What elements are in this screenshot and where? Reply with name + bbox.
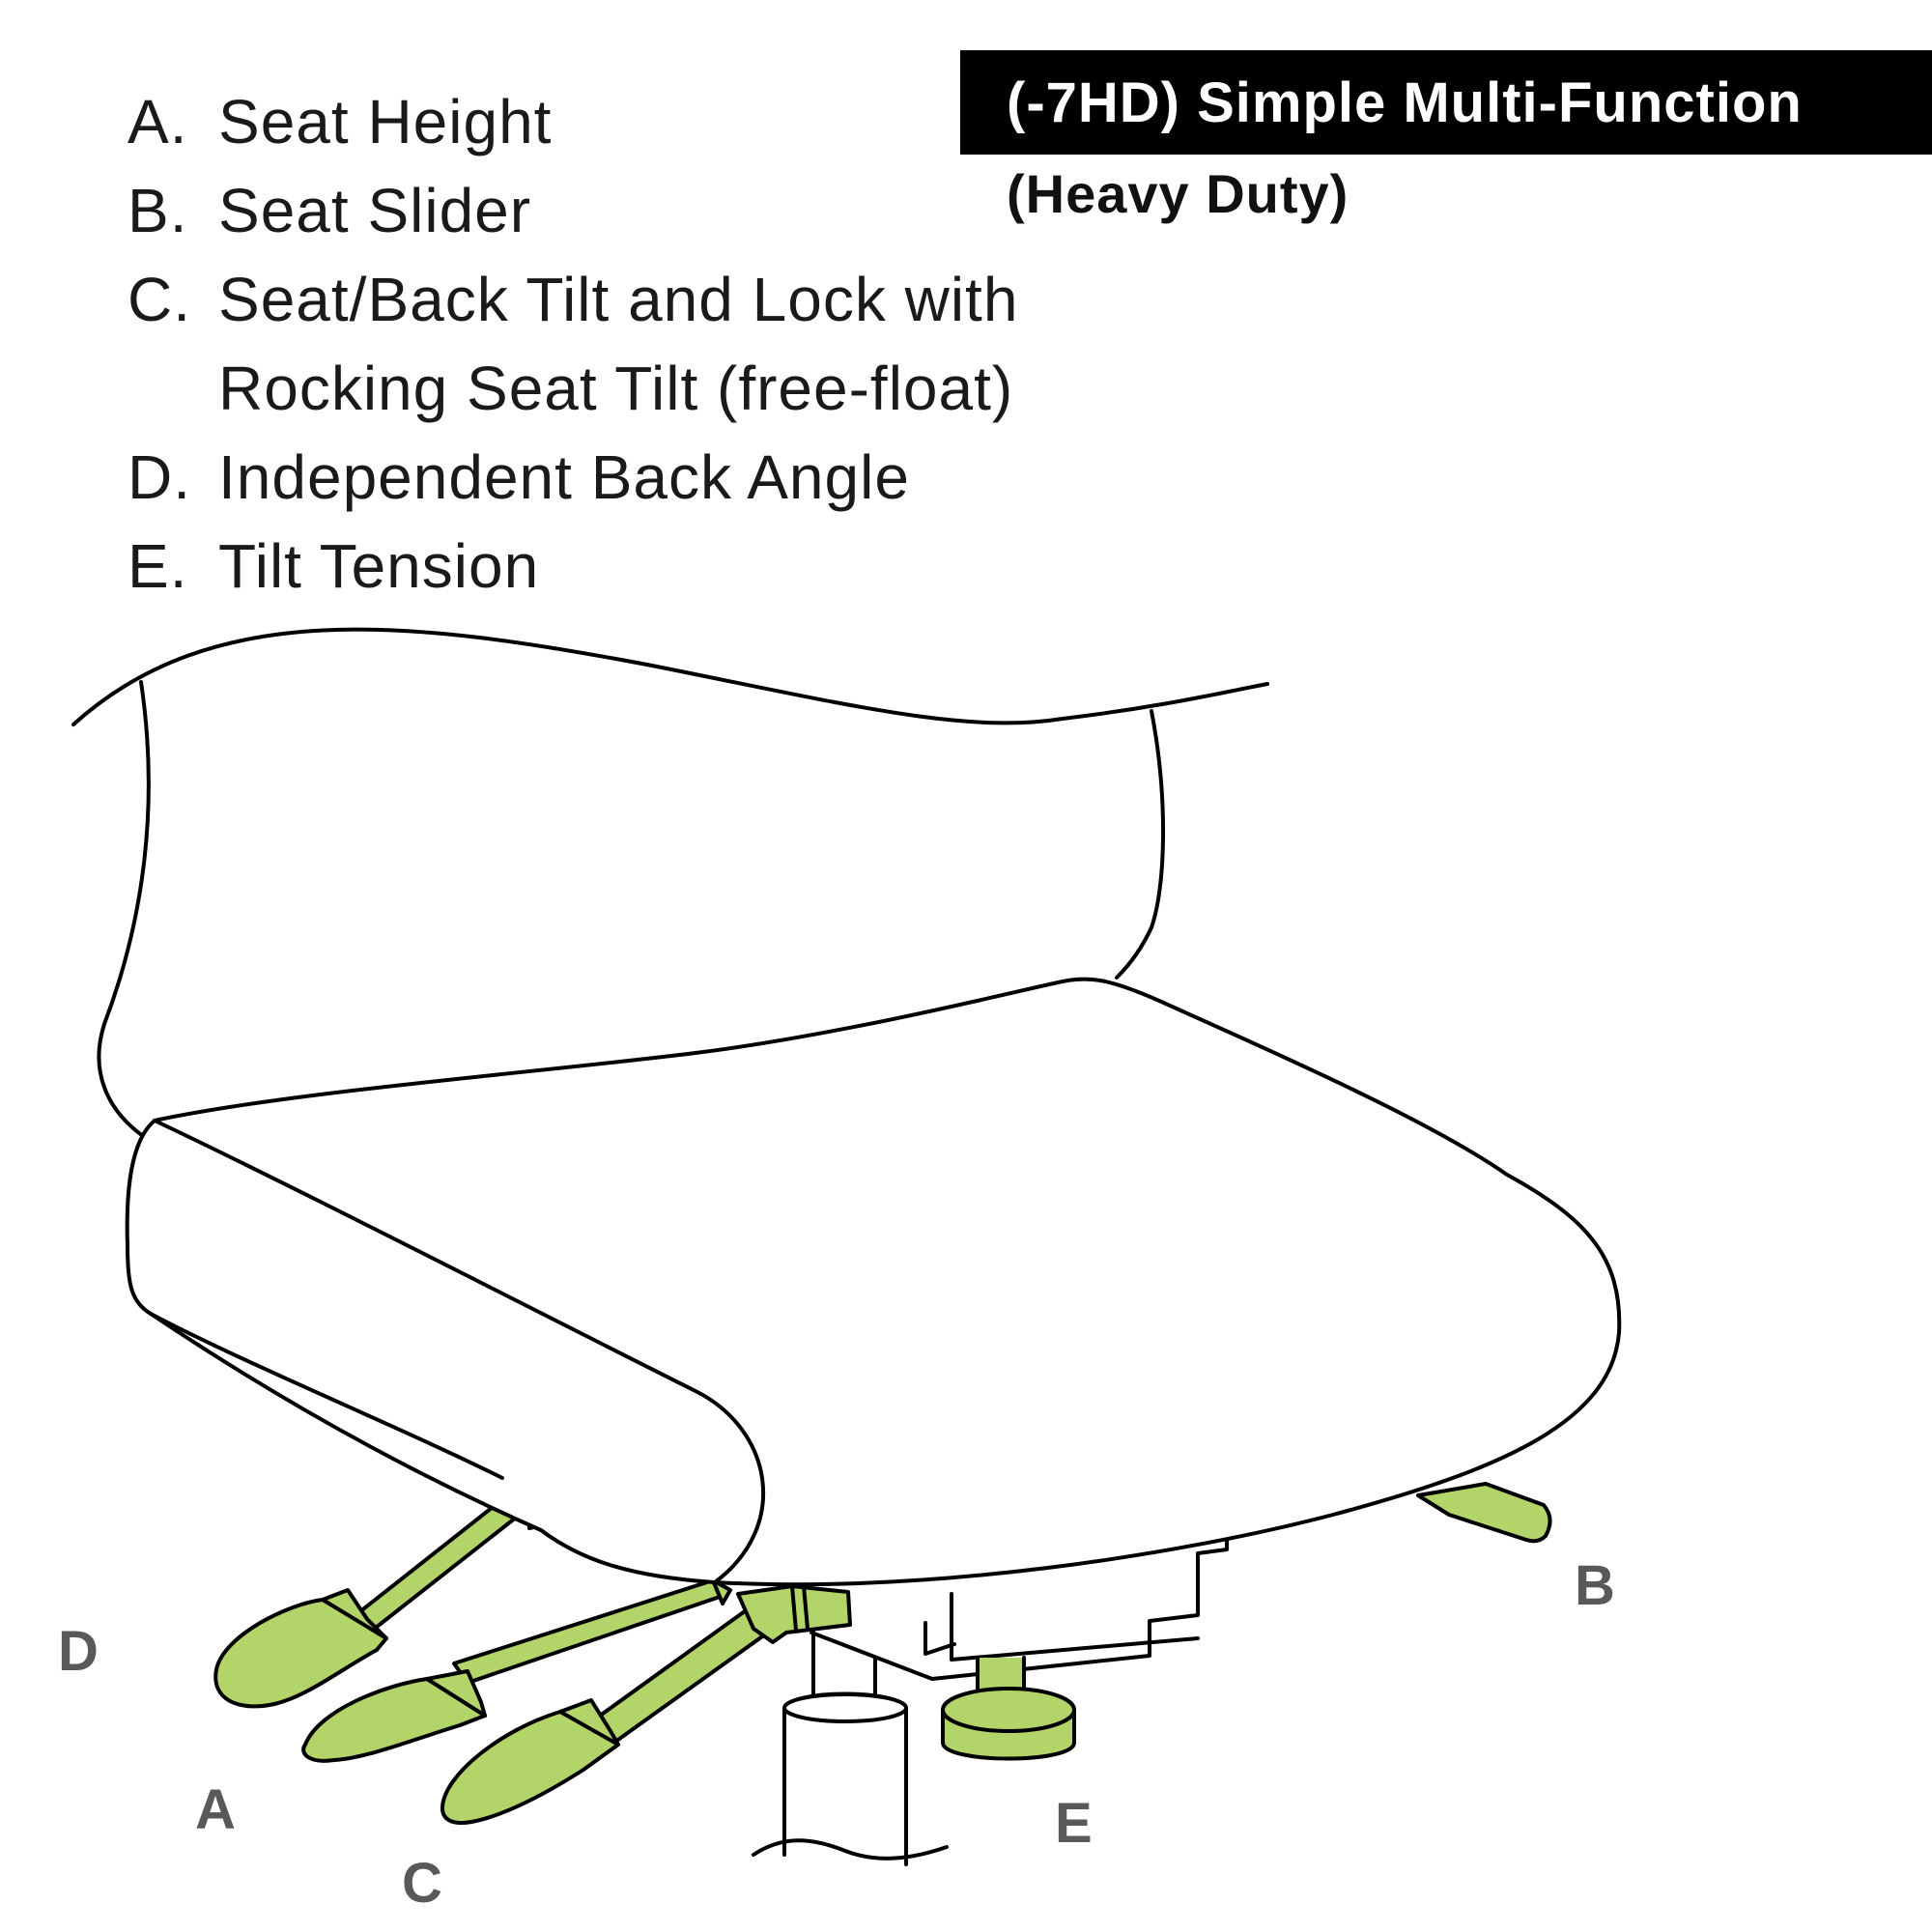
callout-a: A: [195, 1777, 236, 1842]
lever-d-back-angle: [215, 1493, 554, 1706]
callout-c: C: [402, 1851, 442, 1916]
lever-b-seat-slider: [1418, 1484, 1550, 1541]
callout-e: E: [1055, 1791, 1093, 1856]
backrest: [73, 630, 1267, 724]
callout-b: B: [1575, 1553, 1615, 1618]
callout-d: D: [58, 1619, 99, 1684]
seat-cushion: [128, 979, 1620, 1584]
